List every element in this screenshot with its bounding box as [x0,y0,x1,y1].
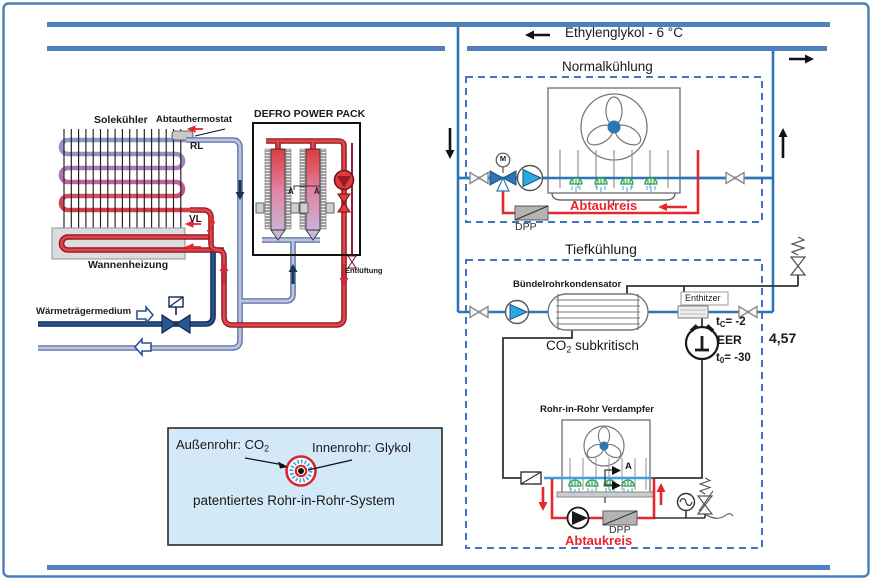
section-a-marker [604,466,621,490]
normal-cooling-line-components [469,152,745,192]
hot-arrow-down-icon [339,264,349,286]
defrost-arrow-left-icon [658,203,687,211]
side-connectors [255,202,335,214]
flow-right-outline-icon [136,304,155,326]
glycol-header-bars [47,22,830,570]
condenser-label: Bündelrohrkondensator [513,279,622,290]
deep-dpp-label: DPP [609,524,631,536]
section-marker-1: Ȧ [288,187,294,196]
defro-power-pack [252,122,361,256]
arrow-left-icon [525,30,550,40]
fan-icon [586,426,622,459]
brine-cooler-label: Solekühler [94,114,148,126]
return-line-label: RL [190,141,204,152]
tray-heater [51,227,224,260]
glycol-header-label: Ethylenglykol - 6 °C [565,25,683,40]
deep-cooling-title: Tiefkühlung [565,241,637,257]
evaporating-temp-label: t0= -30 [716,352,751,366]
drip-tray [556,491,655,498]
motor-valve-icon [161,296,191,335]
eer-value: 4,57 [769,330,797,346]
deep-defrost-label: Abtaukreis [565,533,633,548]
safety-valve-icon [789,236,807,276]
heat-pipe-cylinder [270,148,286,231]
unit-brace [551,192,676,206]
normal-dpp-label: DPP [515,221,537,233]
left-flow-arrows [133,125,349,358]
return-arrow-down-icon [235,180,245,200]
section-a-label: A [625,461,632,472]
flow-left-outline-icon [133,336,152,358]
normal-cooling-defrost-loop [501,150,700,221]
tube-in-tube-cross-section-icon [285,455,317,487]
desuperheater-label: Enthitzer [685,293,721,303]
normal-cooling-boundary [465,76,763,223]
check-valve-icon [336,193,352,213]
deep-cooling-defrost-loop [538,477,734,530]
fan-icon [586,96,642,146]
power-pack-label: DEFRO POWER PACK [254,108,366,120]
coil-fins [569,458,647,490]
flow-direction-arrows [445,30,814,159]
arrow-right-icon [789,54,814,64]
pressure-gauge-icon [676,492,696,512]
evaporator-label: Rohr-in-Rohr Verdampfer [540,404,655,415]
heat-medium-label: Wärmeträgermedium [36,306,132,317]
defrost-arrow-up-icon [656,483,666,505]
coil-fins [63,129,182,233]
section-bracket [293,185,321,190]
shell-tube-condenser [547,293,649,331]
vent-valve-icon [347,255,357,269]
defrost-thermostat-label: Abtauthermostat [156,114,233,125]
tray-heater-label: Wannenheizung [88,259,169,271]
deep-cooling-line-components [469,291,758,485]
normal-cooling-title: Normalkühlung [562,59,653,74]
supply-line-label: VL [189,214,202,225]
small-flow-arrows [184,125,216,251]
filter-drier-icon [520,471,542,485]
circulation-pump-icon [333,169,355,191]
glycol-pump-icon [516,164,544,192]
normal-defrost-label: Abtaukreis [570,198,638,213]
glycol-return-piping [38,137,320,351]
patent-label: patentiertes Rohr-in-Rohr-System [193,493,395,508]
defrost-arrow-down-icon [538,487,548,511]
patent-info-box [167,427,443,546]
arrow-down-icon [445,128,455,159]
arrow-up-icon [778,128,788,158]
inner-pipe-label: Innenrohr: Glykol [312,440,411,455]
outer-pipe-label: Außenrohr: CO2 [176,437,270,454]
tube-in-tube-evaporator-unit [544,419,655,503]
brine-cooler-coil [58,128,238,233]
relief-valve-icon [696,477,734,519]
vent-label: Entlüftung [345,266,383,275]
glycol-pump-icon [504,299,530,325]
eer-label: EER [717,333,742,347]
hot-arrow-up-icon [219,263,229,285]
three-way-motor-valve-icon [489,152,517,192]
coil-fins [559,150,669,188]
co2-subcritical-label: CO2 subkritisch [546,338,639,355]
branch-arrow-up-icon [288,264,298,284]
section-marker-2: Ȧ [314,187,320,196]
motor-valve-label: M [499,154,507,163]
condensing-temp-label: tC= -2 [716,316,746,330]
defrost-pump-icon [566,506,590,530]
desuperheater [677,291,729,319]
label-leader-line [194,128,226,137]
compressor-icon [684,324,720,361]
heat-medium-supply-piping [38,252,216,327]
deep-cooling-boundary [465,259,763,549]
